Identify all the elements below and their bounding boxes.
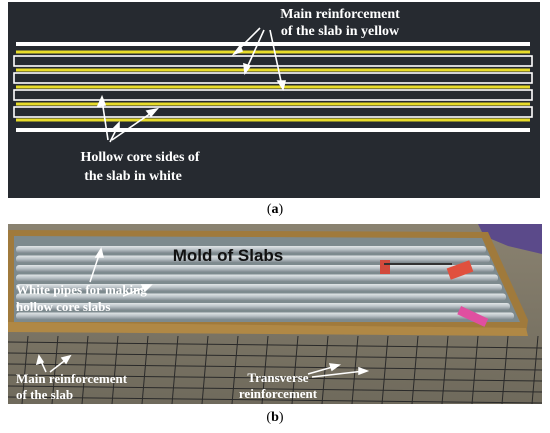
white-hollow-core xyxy=(13,55,533,67)
transverse-rebar xyxy=(411,335,419,405)
arrowhead-main-b-2 xyxy=(60,354,72,365)
cloth xyxy=(478,224,542,254)
slab-bars xyxy=(13,42,533,132)
white-hollow-core xyxy=(13,89,533,101)
yellow-reinforcement-bar xyxy=(16,102,530,106)
arrowhead-hollow-1 xyxy=(96,94,107,107)
caption-a-letter: a xyxy=(271,202,279,217)
annotation-arrows xyxy=(96,27,287,143)
white-hollow-core xyxy=(13,106,533,118)
photo-illustration: Mold of Slabs White pipes for making hol… xyxy=(7,224,543,405)
transverse-rebar xyxy=(81,335,89,405)
panel-a-schematic: Main reinforcement of the slab in yellow… xyxy=(8,2,540,198)
yellow-reinforcement-bar xyxy=(16,85,530,89)
arrowhead-hollow-3 xyxy=(111,121,120,133)
label-transverse-line2: reinforcement xyxy=(239,386,318,401)
white-pipe xyxy=(16,274,498,282)
transverse-rebar xyxy=(381,335,389,405)
arrowhead-hollow-2 xyxy=(145,107,160,118)
arrowhead-transverse-1 xyxy=(328,363,342,372)
white-pipes xyxy=(16,246,514,320)
transverse-rebar xyxy=(231,335,239,405)
white-pipe xyxy=(16,303,510,310)
label-main-reinforcement-line2: of the slab in yellow xyxy=(281,24,400,39)
label-main-reinforcement-b-line2: of the slab xyxy=(16,387,73,402)
arrowhead-main-3 xyxy=(276,80,287,92)
yellow-reinforcement-bar xyxy=(16,68,530,72)
arrowhead-main-2 xyxy=(243,62,252,76)
transverse-rebar xyxy=(441,335,449,405)
transverse-rebar xyxy=(201,335,209,405)
main-rebar xyxy=(7,385,543,393)
arrow-hollow-1 xyxy=(101,99,109,141)
white-pipe xyxy=(16,265,494,272)
transverse-rebar xyxy=(291,335,299,405)
caption-b-letter: b xyxy=(271,410,279,425)
transverse-rebar xyxy=(111,335,119,405)
arrow-main-3 xyxy=(269,29,283,87)
transverse-rebar xyxy=(171,335,179,405)
transverse-rebar xyxy=(501,335,509,405)
label-mold-of-slabs: Mold of Slabs xyxy=(173,246,284,265)
transverse-rebar xyxy=(471,335,479,405)
schematic-diagram: Main reinforcement of the slab in yellow… xyxy=(8,2,540,198)
transverse-rebar xyxy=(51,335,59,405)
clamp-pink xyxy=(457,306,489,327)
transverse-rebar xyxy=(261,335,269,405)
label-main-reinforcement-b-line1: Main reinforcement xyxy=(16,371,128,386)
clamp-red-2 xyxy=(446,260,474,280)
rebar-mesh xyxy=(7,335,543,405)
white-pipe xyxy=(16,312,514,320)
arrowhead-main-1 xyxy=(231,44,244,56)
arrow-transverse-2 xyxy=(311,370,365,378)
main-rebar xyxy=(7,352,543,360)
arrowhead-main-b-1 xyxy=(35,354,45,366)
white-hollow-core xyxy=(13,72,533,84)
label-pipes-line1: White pipes for making xyxy=(16,282,147,297)
arrowhead-pipes-2 xyxy=(140,284,153,293)
yellow-reinforcement-bar xyxy=(16,118,530,122)
arrowhead-pipes-1 xyxy=(94,247,104,258)
main-rebar xyxy=(7,363,543,371)
panel-b-photo: Mold of Slabs White pipes for making hol… xyxy=(7,224,543,405)
transverse-rebar xyxy=(321,335,329,405)
arrow-hollow-2 xyxy=(111,110,155,141)
label-main-reinforcement-line1: Main reinforcement xyxy=(280,7,400,22)
main-rebar xyxy=(7,341,543,349)
arrowhead-transverse-2 xyxy=(358,366,370,376)
label-transverse-line1: Transverse xyxy=(247,370,308,385)
caption-a: (a) xyxy=(266,202,284,217)
yellow-reinforcement-bar xyxy=(16,50,530,54)
transverse-rebar xyxy=(141,335,149,405)
transverse-rebar xyxy=(351,335,359,405)
transverse-rebar xyxy=(531,335,539,405)
main-rebar xyxy=(7,374,543,382)
bottom-edge-line xyxy=(16,128,530,132)
caption-b: (b) xyxy=(266,410,284,425)
white-pipe xyxy=(16,255,490,263)
mold-edge xyxy=(8,322,528,336)
white-pipe xyxy=(16,284,502,291)
white-pipe xyxy=(16,293,506,301)
arrow-main-2 xyxy=(245,29,265,71)
main-rebar xyxy=(7,396,543,404)
transverse-rebar xyxy=(21,335,29,405)
photo-arrows xyxy=(35,247,370,378)
white-pipe xyxy=(16,246,486,253)
clamp-red-1 xyxy=(380,260,390,274)
label-pipes-line2: hollow core slabs xyxy=(16,299,110,314)
label-hollow-core-line1: Hollow core sides of xyxy=(80,150,199,165)
label-hollow-core-line2: the slab in white xyxy=(84,169,182,184)
